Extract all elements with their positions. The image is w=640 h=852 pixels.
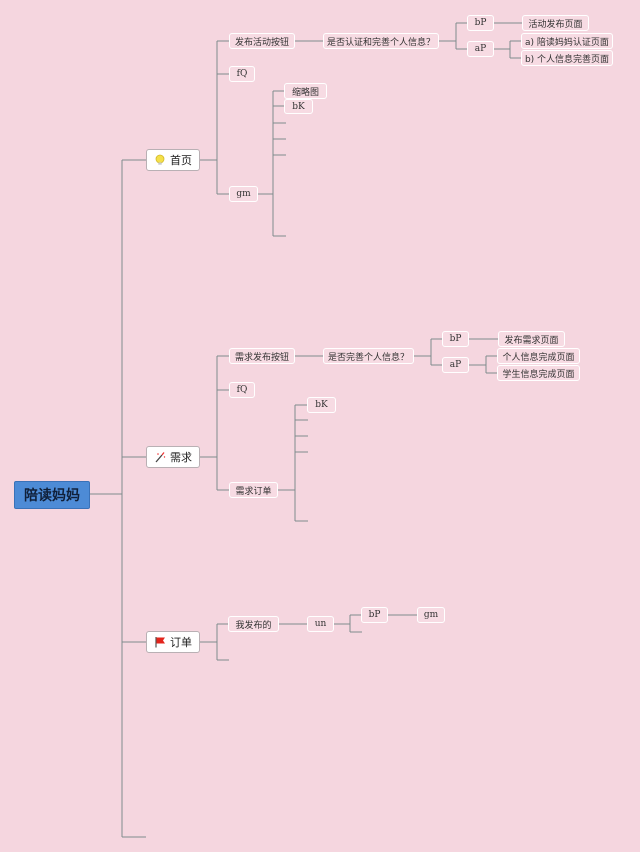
home-bp-node[interactable]: bP xyxy=(467,15,494,31)
branch-order[interactable]: 订单 xyxy=(146,631,200,653)
home-publish-button-node[interactable]: 发布活动按钮 xyxy=(229,33,295,49)
demand-publish-button-node[interactable]: 需求发布按钮 xyxy=(229,348,295,364)
demand-bp-node[interactable]: bP xyxy=(442,331,469,347)
branch-demand-label: 需求 xyxy=(170,451,192,464)
branch-demand[interactable]: 需求 xyxy=(146,446,200,468)
demand-publish-page-node[interactable]: 发布需求页面 xyxy=(498,331,565,347)
root-node[interactable]: 陪读妈妈 xyxy=(14,481,90,509)
demand-ap-node[interactable]: aP xyxy=(442,357,469,373)
flag-icon xyxy=(154,636,166,648)
order-gm-node[interactable]: gm xyxy=(417,607,445,623)
home-fq-node[interactable]: fQ xyxy=(229,66,255,82)
demand-student-done-node[interactable]: 学生信息完成页面 xyxy=(497,365,580,381)
demand-bk-node[interactable]: bK xyxy=(307,397,336,413)
home-ap-node[interactable]: aP xyxy=(467,41,494,57)
home-auth-question-node[interactable]: 是否认证和完善个人信息？ xyxy=(323,33,439,49)
branch-order-label: 订单 xyxy=(170,636,192,649)
home-gm-node[interactable]: gm xyxy=(229,186,258,202)
home-bk-node[interactable]: bK xyxy=(284,99,313,114)
home-profile-page-node[interactable]: b) 个人信息完善页面 xyxy=(521,50,613,66)
bulb-icon xyxy=(154,154,166,166)
demand-info-question-node[interactable]: 是否完善个人信息？ xyxy=(323,348,414,364)
order-my-published-node[interactable]: 我发布的 xyxy=(228,616,279,632)
home-activity-page-node[interactable]: 活动发布页面 xyxy=(522,15,589,31)
home-thumbnail-node[interactable]: 缩略图 xyxy=(284,83,327,99)
home-auth-page-node[interactable]: a) 陪读妈妈认证页面 xyxy=(521,33,613,49)
order-bp-node[interactable]: bP xyxy=(361,607,388,623)
demand-personal-done-node[interactable]: 个人信息完成页面 xyxy=(497,348,580,364)
branch-home[interactable]: 首页 xyxy=(146,149,200,171)
wand-icon xyxy=(154,451,166,463)
demand-fq-node[interactable]: fQ xyxy=(229,382,255,398)
branch-home-label: 首页 xyxy=(170,154,192,167)
order-un-node[interactable]: un xyxy=(307,616,334,632)
demand-orders-node[interactable]: 需求订单 xyxy=(229,482,278,498)
